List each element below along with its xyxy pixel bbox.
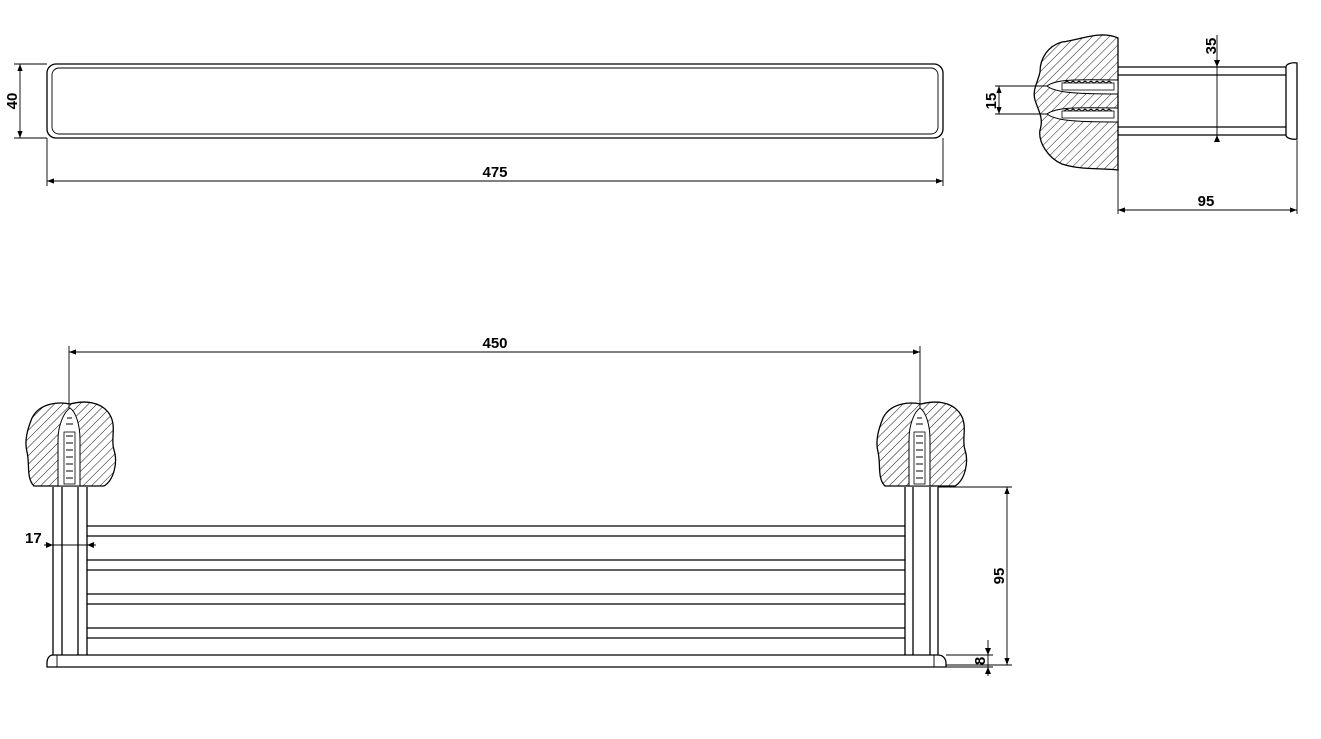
dimension-post-label: 17 (25, 530, 42, 547)
top-view: 40 475 (4, 63, 944, 186)
dimension-height-label: 95 (991, 568, 1008, 585)
wall-section-side (1033, 34, 1119, 171)
wall-plug-upper (1046, 79, 1119, 95)
shelf-outline-top (46, 63, 944, 139)
dimension-tube-label: 35 (1203, 38, 1220, 55)
front-view: 450 17 (25, 335, 1012, 676)
dimension-base-label: 8 (972, 657, 989, 665)
post-left (52, 487, 88, 655)
wall-plug-lower (1046, 107, 1119, 123)
dimension-projection-label: 95 (1198, 193, 1215, 210)
shelf-inner-top (51, 67, 939, 135)
end-cap (1285, 62, 1298, 140)
post-right (904, 487, 939, 655)
dimension-width-label: 475 (482, 164, 507, 181)
dimension-depth-label: 40 (4, 93, 21, 110)
base-plate (46, 654, 947, 668)
shelf-rails (87, 525, 905, 639)
dimension-fixing-spacing-label: 15 (983, 93, 1000, 110)
dimension-fixing-distance-label: 450 (482, 335, 507, 352)
side-view: 35 15 95 (983, 34, 1298, 214)
